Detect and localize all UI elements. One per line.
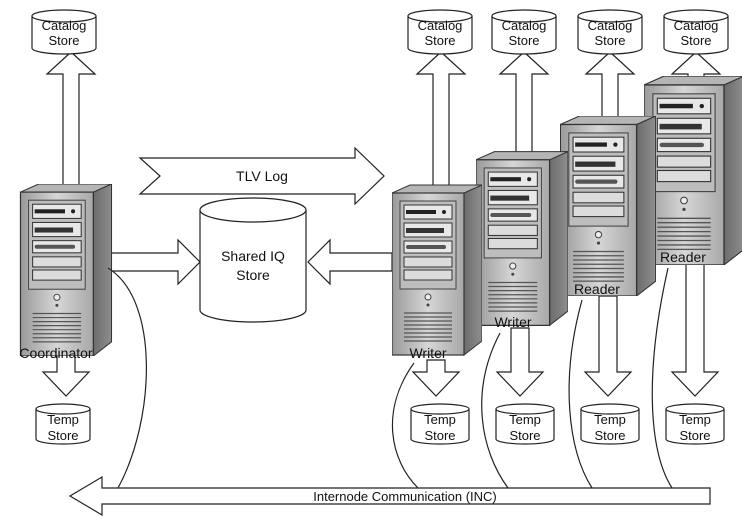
catalog-store: Catalog Store [491, 9, 557, 55]
temp-label-line1: Temp [424, 412, 456, 427]
temp-label-line1: Temp [509, 412, 541, 427]
catalog-label-line1: Catalog [674, 18, 719, 33]
temp-label-line1: Temp [679, 412, 711, 427]
catalog-store: Catalog Store [663, 9, 729, 55]
catalog-label-line1: Catalog [502, 18, 547, 33]
inc-curve-coordinator [107, 267, 147, 489]
inc-curve-reader1 [568, 299, 593, 489]
catalog-label-line1: Catalog [588, 18, 633, 33]
inc-curve-writer2 [481, 332, 509, 489]
catalog-label-line2: Store [680, 33, 711, 48]
tlv-log-arrow: TLV Log [138, 146, 385, 206]
shared-store-label-line1: Shared IQ [221, 248, 285, 264]
arrow-down-writer1-temp [411, 359, 461, 397]
writer-server-2 [476, 150, 568, 327]
catalog-arrows [45, 51, 722, 196]
catalog-label-line2: Store [508, 33, 539, 48]
catalog-label-line2: Store [424, 33, 455, 48]
arrow-writer-to-shared [307, 238, 393, 286]
catalog-label-line2: Store [594, 33, 625, 48]
temp-store: Temp Store [580, 403, 640, 445]
temp-label-line2: Store [594, 428, 625, 443]
catalog-label-line2: Store [48, 33, 79, 48]
inc-curve-reader2 [651, 267, 673, 489]
temp-label-line1: Temp [594, 412, 626, 427]
shared-iq-store: Shared IQ Store [199, 197, 307, 323]
inc-curve-writer1 [391, 362, 419, 489]
writer-server-1 [392, 184, 482, 356]
reader-server-2 [644, 76, 742, 265]
arrow-down-reader1-temp [583, 295, 633, 397]
temp-store: Temp Store [665, 403, 725, 445]
catalog-store: Catalog Store [31, 9, 97, 55]
inc-label: Internode Communication (INC) [313, 489, 497, 504]
writer-label-1: Writer [409, 345, 446, 361]
temp-label-line2: Store [47, 428, 78, 443]
coordinator-server [19, 184, 113, 356]
temp-store: Temp Store [410, 403, 470, 445]
temp-label-line2: Store [679, 428, 710, 443]
tlv-log-label: TLV Log [236, 168, 288, 184]
arrow-down-reader2-temp [670, 263, 720, 397]
reader-label-1: Reader [574, 281, 620, 297]
arrow-down-writer2-temp [495, 327, 545, 397]
temp-arrows [41, 263, 720, 397]
shared-store-label-line2: Store [236, 267, 270, 283]
reader-label-2: Reader [660, 249, 706, 265]
temp-label-line2: Store [424, 428, 455, 443]
inc-connection-curves [107, 267, 673, 489]
catalog-store: Catalog Store [407, 9, 473, 55]
temp-label-line1: Temp [47, 412, 79, 427]
coordinator-label: Coordinator [19, 345, 92, 361]
temp-store: Temp Store [495, 403, 555, 445]
arrow-up-coordinator-catalog [45, 51, 97, 196]
catalog-store: Catalog Store [577, 9, 643, 55]
catalog-label-line1: Catalog [42, 18, 87, 33]
inc-arrow: Internode Communication (INC) [68, 475, 711, 516]
writer-label-2: Writer [494, 314, 531, 330]
temp-label-line2: Store [509, 428, 540, 443]
arrow-coordinator-to-shared [105, 238, 201, 286]
catalog-label-line1: Catalog [418, 18, 463, 33]
arrow-up-writer1-catalog [415, 51, 467, 196]
arrow-down-coordinator-temp [41, 354, 91, 397]
reader-server-1 [560, 116, 656, 296]
temp-store: Temp Store [35, 403, 91, 445]
